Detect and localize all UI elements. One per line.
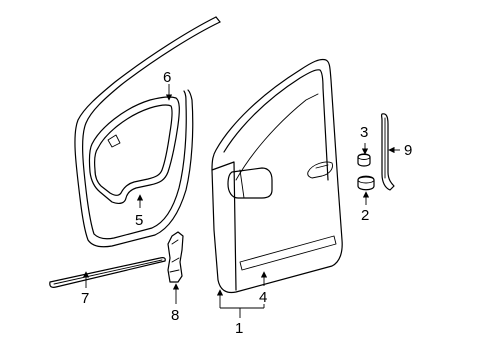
callout-2: 2 [361,207,369,224]
callout-7: 7 [81,290,89,307]
callout-6: 6 [163,69,171,86]
sash-channel [380,113,395,191]
side-mirror [227,167,273,199]
callout-3: 3 [360,124,368,141]
glass-run-seal [88,96,180,204]
opening-weatherstrip [74,16,221,248]
callout-8: 8 [171,307,179,324]
callout-9: 9 [404,142,412,159]
plug-part-3 [357,153,371,167]
leader-lines [82,84,400,318]
callout-5: 5 [135,212,143,229]
hinge-bracket [167,231,184,283]
door-shell [211,58,343,294]
callout-1: 1 [235,320,243,337]
lower-molding [49,257,166,288]
plug-part-2 [357,175,375,191]
callout-4: 4 [259,289,267,306]
